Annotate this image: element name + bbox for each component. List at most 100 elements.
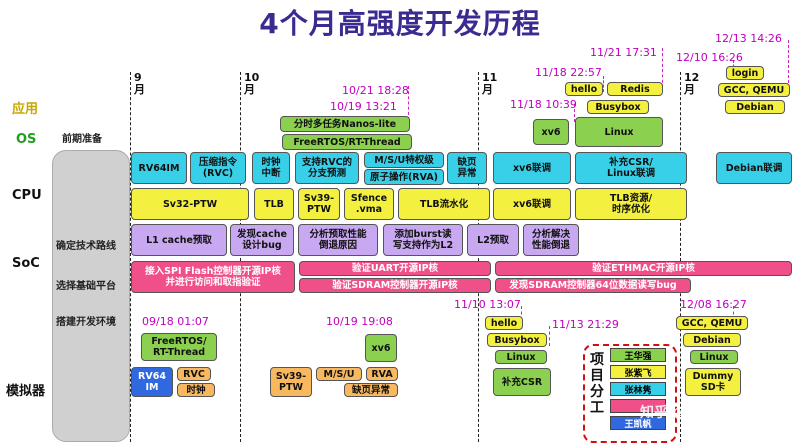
app-login: login [726, 66, 764, 80]
row-label-os: OS [16, 132, 37, 147]
cpu-tlb-timing-opt: TLB资源/ 时序优化 [575, 188, 687, 220]
plat-sdram-64bit-bug: 发现SDRAM控制器64位数据读写bug [495, 278, 691, 293]
soc-burst-l2: 添加burst读 写支持作为L2 [383, 224, 463, 256]
emu-rvc: RVC [177, 367, 211, 381]
cpu-atomic-rva: 原子操作(RVA) [364, 169, 444, 185]
cpu-debian-debug: Debian联调 [716, 152, 792, 184]
milestone-line [788, 40, 789, 88]
milestone-line [408, 86, 409, 120]
emu-sv39-ptw: Sv39- PTW [270, 367, 312, 397]
date-label: 11/18 10:39 [510, 98, 577, 111]
soc-l2-prefetch: L2预取 [467, 224, 519, 256]
team-member: 张林隽 [610, 382, 666, 396]
env-debian: Debian [683, 333, 741, 347]
row-label-app: 应用 [12, 102, 39, 117]
page-title: 4个月高强度开发历程 [259, 7, 541, 40]
os-nanos-lite: 分时多任务Nanos-lite [280, 116, 410, 132]
cpu-sv39-ptw: Sv39- PTW [298, 188, 340, 220]
emu-xv6: xv6 [365, 334, 397, 362]
date-label: 09/18 01:07 [142, 315, 209, 328]
cpu-clock-interrupt: 时钟 中断 [252, 152, 290, 184]
watermark: 知乎 @玉凯帆 [640, 405, 729, 421]
month-axis-11 [478, 72, 479, 442]
os-xv6: xv6 [533, 119, 569, 145]
date-label: 10/19 19:08 [326, 315, 393, 328]
plat-uart: 验证UART开源IP核 [299, 261, 491, 276]
env-csr: 补充CSR [493, 368, 551, 396]
cpu-xv6-debug: xv6联调 [493, 152, 571, 184]
app-gcc-qemu: GCC, QEMU [718, 83, 790, 97]
stage-platform: 选择基础平台 [56, 281, 116, 292]
env-busybox: Busybox [487, 333, 547, 347]
emu-rv64im: RV64 IM [131, 367, 173, 397]
app-redis: Redis [607, 82, 663, 96]
month-axis-12 [680, 72, 681, 442]
env-gcc-qemu: GCC, QEMU [676, 316, 748, 330]
plat-sdram: 验证SDRAM控制器开源IP核 [299, 278, 491, 293]
month-axis-10 [240, 72, 241, 442]
milestone-line [574, 104, 575, 122]
milestone-line [733, 306, 734, 320]
emu-rva: RVA [366, 367, 398, 381]
team-member: 王华强 [610, 348, 666, 362]
team-label: 项 目 分 工 [590, 352, 604, 416]
cpu-rv64im: RV64IM [131, 152, 187, 184]
row-label-soc: SoC [12, 256, 40, 271]
date-label: 11/13 21:29 [552, 318, 619, 331]
date-label: 12/13 14:26 [715, 32, 782, 45]
cpu-tlb: TLB [254, 188, 294, 220]
app-busybox: Busybox [587, 100, 649, 114]
team-member: 张紫飞 [610, 365, 666, 379]
date-label: 12/10 16:26 [676, 51, 743, 64]
cpu-sv32-ptw: Sv32-PTW [131, 188, 249, 220]
date-label: 11/21 17:31 [590, 46, 657, 59]
stage-env: 搭建开发环境 [56, 317, 116, 328]
os-freertos: FreeRTOS/RT-Thread [282, 134, 412, 150]
env-hello: hello [485, 316, 523, 330]
milestone-line [549, 326, 550, 346]
date-label: 11/10 13:07 [454, 298, 521, 311]
date-label: 10/19 13:21 [330, 100, 397, 113]
month-label-9: 9 月 [134, 71, 145, 96]
soc-perf-fix: 分析解决 性能倒退 [523, 224, 579, 256]
row-label-emulator: 模拟器 [6, 384, 46, 399]
cpu-sfence-vma: Sfence .vma [344, 188, 394, 220]
row-label-cpu: CPU [12, 188, 42, 203]
cpu-xv6-debug-2: xv6联调 [493, 188, 571, 220]
app-debian: Debian [725, 100, 785, 114]
milestone-line [521, 306, 522, 320]
plat-spi-flash: 接入SPI Flash控制器开源IP核 并进行访问和取指验证 [131, 261, 295, 293]
emu-msu: M/S/U [316, 367, 362, 381]
emu-freertos: FreeRTOS/ RT-Thread [141, 333, 217, 361]
emu-clock: 时钟 [177, 383, 215, 397]
month-label-12: 12 月 [684, 71, 700, 96]
cpu-rvc-branch-predict: 支持RVC的 分支预测 [295, 152, 359, 184]
team-panel [583, 344, 677, 443]
month-label-11: 11 月 [482, 71, 498, 96]
stage-panel [52, 150, 130, 442]
soc-cache-bug: 发现cache 设计bug [230, 224, 294, 256]
soc-l1-prefetch: L1 cache预取 [131, 224, 227, 256]
milestone-line [662, 48, 663, 88]
cpu-tlb-pipeline: TLB流水化 [398, 188, 490, 220]
milestone-line [603, 76, 604, 92]
emu-page-fault: 缺页异常 [344, 383, 398, 397]
soc-prefetch-analysis: 分析预取性能 倒退原因 [298, 224, 378, 256]
team-member: 王凯帆 [610, 416, 666, 430]
app-hello: hello [565, 82, 603, 96]
date-label: 10/21 18:28 [342, 84, 409, 97]
team-member [610, 399, 666, 413]
stage-prep: 前期准备 [62, 134, 102, 145]
date-label: 12/08 16:27 [680, 298, 747, 311]
cpu-csr-linux: 补充CSR/ Linux联调 [575, 152, 687, 184]
cpu-rvc: 压缩指令 (RVC) [190, 152, 246, 184]
cpu-msu-privilege: M/S/U特权级 [364, 152, 444, 168]
stage-route: 确定技术路线 [56, 241, 116, 252]
plat-ethmac: 验证ETHMAC开源IP核 [495, 261, 792, 276]
cpu-page-fault: 缺页 异常 [447, 152, 487, 184]
month-axis-9 [130, 72, 131, 442]
env-linux: Linux [495, 350, 547, 364]
os-linux: Linux [575, 117, 663, 147]
env-dummy-sd: Dummy SD卡 [685, 368, 741, 396]
env-linux-2: Linux [690, 350, 738, 364]
